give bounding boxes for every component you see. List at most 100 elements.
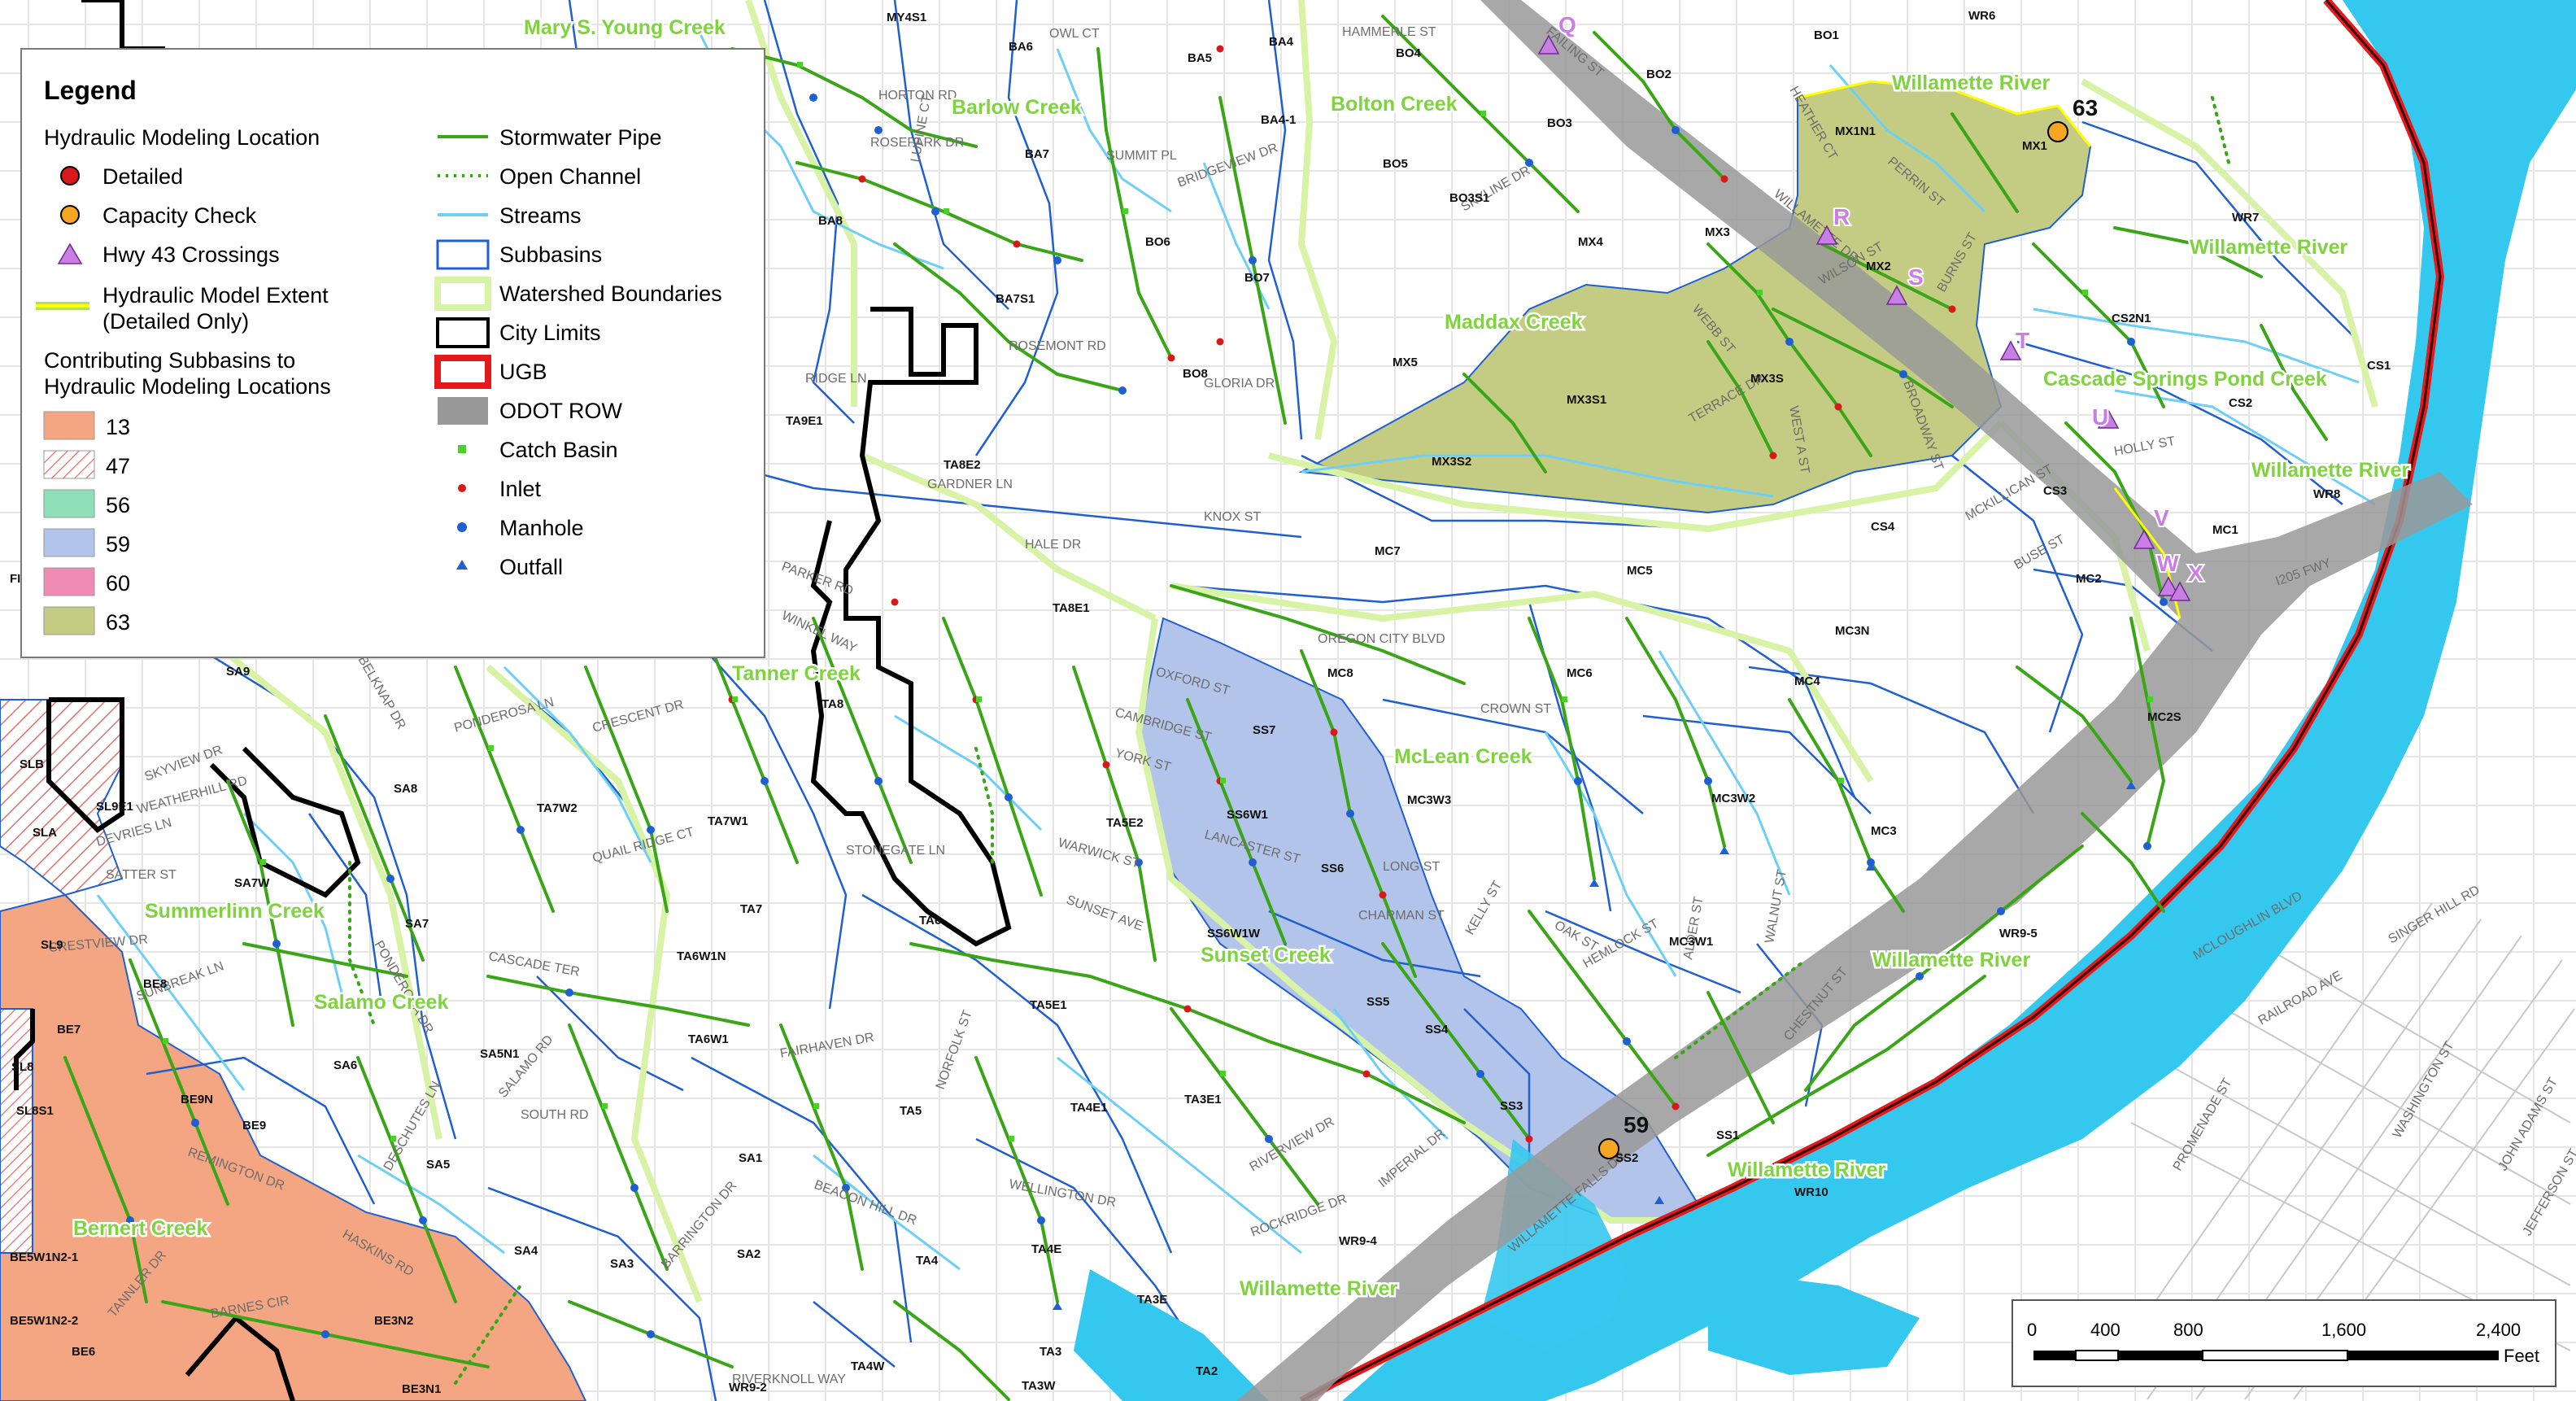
svg-text:SL9E1: SL9E1 bbox=[96, 800, 133, 814]
svg-text:Hydraulic Modeling Locations: Hydraulic Modeling Locations bbox=[44, 374, 331, 399]
svg-text:MX3S: MX3S bbox=[1750, 372, 1784, 386]
svg-text:BE3N2: BE3N2 bbox=[374, 1314, 413, 1328]
svg-text:Inlet: Inlet bbox=[499, 477, 542, 501]
svg-text:SLB: SLB bbox=[20, 757, 44, 771]
svg-text:TA8E2: TA8E2 bbox=[944, 458, 981, 472]
capacity-check-63-marker bbox=[2047, 121, 2068, 142]
svg-text:CS1: CS1 bbox=[2367, 359, 2391, 373]
svg-text:Outfall: Outfall bbox=[499, 555, 563, 579]
svg-text:TA6W1: TA6W1 bbox=[688, 1032, 729, 1046]
svg-text:R: R bbox=[1833, 204, 1850, 229]
svg-text:BO4: BO4 bbox=[1396, 46, 1422, 60]
svg-text:TA8: TA8 bbox=[822, 697, 843, 711]
svg-text:S: S bbox=[1908, 264, 1924, 290]
legend-sub60-swatch bbox=[43, 567, 95, 596]
svg-text:SA1: SA1 bbox=[739, 1151, 762, 1165]
svg-text:V: V bbox=[2154, 505, 2169, 530]
svg-text:63: 63 bbox=[106, 610, 130, 635]
svg-text:BA6: BA6 bbox=[1009, 40, 1033, 54]
svg-text:BE8: BE8 bbox=[143, 977, 167, 991]
svg-text:FI: FI bbox=[10, 572, 20, 586]
svg-text:Hydraulic Model Extent: Hydraulic Model Extent bbox=[102, 283, 329, 308]
legend-detailed-symbol bbox=[60, 166, 80, 185]
svg-text:SL8S1: SL8S1 bbox=[16, 1104, 54, 1118]
crossing-r-marker bbox=[1815, 225, 1838, 245]
svg-text:TA3: TA3 bbox=[1040, 1345, 1061, 1359]
svg-text:MC6: MC6 bbox=[1567, 666, 1593, 680]
svg-text:SA4: SA4 bbox=[514, 1244, 538, 1258]
svg-text:47: 47 bbox=[106, 454, 130, 478]
svg-text:BA8: BA8 bbox=[818, 214, 843, 228]
legend-ugb-swatch bbox=[434, 355, 491, 389]
svg-text:BO3S1: BO3S1 bbox=[1449, 191, 1489, 205]
svg-text:Willamette River: Willamette River bbox=[1240, 1277, 1398, 1300]
svg-text:BE9: BE9 bbox=[242, 1119, 266, 1133]
svg-text:BE9N: BE9N bbox=[181, 1093, 213, 1106]
svg-text:SA2: SA2 bbox=[737, 1247, 761, 1261]
svg-text:BO7: BO7 bbox=[1244, 271, 1270, 285]
svg-text:Summerlinn Creek: Summerlinn Creek bbox=[145, 900, 325, 923]
svg-text:SL9: SL9 bbox=[41, 938, 63, 952]
open-channels bbox=[348, 96, 2230, 1385]
svg-text:SA5: SA5 bbox=[426, 1158, 450, 1172]
svg-text:T: T bbox=[2016, 328, 2029, 353]
legend-sub63-swatch bbox=[43, 606, 95, 635]
svg-text:Cascade Springs Pond Creek: Cascade Springs Pond Creek bbox=[2043, 368, 2327, 391]
svg-text:SL8: SL8 bbox=[11, 1060, 34, 1074]
svg-text:Willamette River: Willamette River bbox=[2251, 459, 2410, 482]
outfall-points bbox=[1053, 781, 2136, 1310]
svg-text:BO1: BO1 bbox=[1814, 28, 1839, 42]
svg-text:TA5: TA5 bbox=[900, 1104, 922, 1118]
crossing-u-marker bbox=[2097, 408, 2120, 429]
svg-text:CS2: CS2 bbox=[2229, 396, 2252, 410]
crossing-x-marker bbox=[2168, 581, 2191, 601]
svg-text:TA5E2: TA5E2 bbox=[1106, 816, 1144, 830]
scale-tick-800: 800 bbox=[2173, 1320, 2203, 1340]
svg-text:MC7: MC7 bbox=[1375, 544, 1401, 558]
legend-outfall-symbol bbox=[456, 560, 468, 570]
svg-text:Manhole: Manhole bbox=[499, 516, 584, 540]
svg-text:Mary S. Young Creek: Mary S. Young Creek bbox=[524, 16, 726, 39]
svg-text:Tanner Creek: Tanner Creek bbox=[732, 662, 861, 685]
svg-text:Capacity Check: Capacity Check bbox=[102, 203, 257, 228]
svg-text:SS4: SS4 bbox=[1425, 1023, 1449, 1037]
svg-text:CS2N1: CS2N1 bbox=[2112, 312, 2151, 325]
svg-text:TA3E: TA3E bbox=[1137, 1293, 1167, 1307]
svg-text:SA7W: SA7W bbox=[234, 876, 270, 890]
east-street-grid bbox=[2098, 902, 2575, 1400]
svg-text:Willamette River: Willamette River bbox=[2190, 236, 2348, 259]
svg-text:BA7S1: BA7S1 bbox=[996, 292, 1035, 306]
svg-text:SA5N1: SA5N1 bbox=[480, 1047, 519, 1061]
svg-text:X: X bbox=[2188, 561, 2203, 586]
subbasin-labels: MY4S1 BA6 BA4 BA5 BA4-1 BO4 BO5 BO3 BO2 … bbox=[10, 9, 2391, 1396]
subbasin-47-area-2 bbox=[0, 1008, 33, 1254]
svg-text:56: 56 bbox=[106, 493, 130, 517]
legend-odot-swatch bbox=[438, 397, 488, 425]
svg-text:ROSEPARK DR: ROSEPARK DR bbox=[870, 136, 964, 150]
capacity-check-59-marker bbox=[1598, 1138, 1619, 1159]
svg-text:TA8E1: TA8E1 bbox=[1053, 601, 1090, 615]
svg-text:SS1: SS1 bbox=[1716, 1128, 1739, 1142]
svg-text:SS7: SS7 bbox=[1253, 723, 1275, 737]
svg-text:HALE DR: HALE DR bbox=[1025, 538, 1081, 552]
legend-subbasins-swatch bbox=[436, 239, 490, 270]
svg-text:BO5: BO5 bbox=[1383, 157, 1408, 171]
svg-text:MX3S2: MX3S2 bbox=[1432, 455, 1471, 469]
legend-capacity-symbol bbox=[60, 205, 80, 225]
svg-text:Open Channel: Open Channel bbox=[499, 164, 641, 189]
svg-text:Subbasins: Subbasins bbox=[499, 242, 602, 267]
svg-text:BO8: BO8 bbox=[1183, 367, 1208, 381]
svg-text:Willamette River: Willamette River bbox=[1728, 1159, 1886, 1181]
crossing-s-marker bbox=[1885, 285, 1908, 305]
crossing-t-marker bbox=[1999, 340, 2022, 360]
svg-text:KNOX ST: KNOX ST bbox=[1204, 510, 1261, 524]
scale-bar: 0 400 800 1,600 2,400 Feet bbox=[2012, 1299, 2556, 1387]
svg-text:BA4-1: BA4-1 bbox=[1261, 113, 1296, 127]
subbasin-13-area bbox=[0, 893, 587, 1401]
svg-text:Catch Basin: Catch Basin bbox=[499, 438, 618, 462]
svg-text:OWL CT: OWL CT bbox=[1049, 27, 1100, 41]
crossing-w-marker bbox=[2157, 576, 2180, 596]
svg-text:LONG ST: LONG ST bbox=[1383, 860, 1440, 874]
svg-text:MY4S1: MY4S1 bbox=[887, 11, 926, 24]
